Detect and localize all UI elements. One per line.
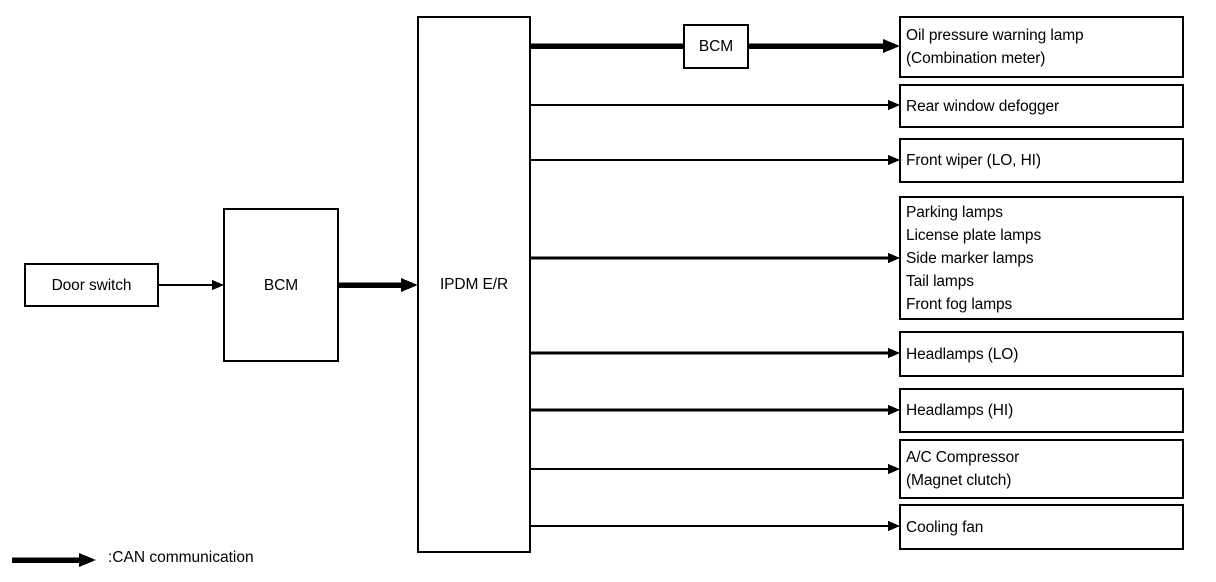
bcm-box[interactable] bbox=[222, 207, 340, 363]
wire-layer bbox=[158, 39, 900, 532]
output-label-1: Rear window defogger bbox=[906, 97, 1060, 115]
output-label-3: Parking lamps License plate lamps Side m… bbox=[906, 203, 1042, 313]
arrow-3 bbox=[888, 252, 900, 264]
arrow-5 bbox=[888, 404, 900, 416]
legend-label: :CAN communication bbox=[108, 549, 254, 566]
output-label-4: Headlamps (LO) bbox=[906, 345, 1019, 363]
output-box-3[interactable] bbox=[898, 195, 1185, 321]
arrow-6 bbox=[888, 463, 900, 475]
arrow-0 bbox=[883, 39, 900, 53]
output-label-2: Front wiper (LO, HI) bbox=[906, 152, 1041, 169]
arrow-4 bbox=[888, 347, 900, 359]
arrow-1 bbox=[888, 99, 900, 111]
door-switch-box[interactable] bbox=[23, 262, 160, 308]
legend-arrow-layer bbox=[12, 553, 96, 567]
output-box-1[interactable] bbox=[898, 83, 1185, 129]
output-box-5[interactable] bbox=[898, 387, 1185, 434]
door-switch-label: Door switch bbox=[51, 276, 132, 294]
arrow-7 bbox=[888, 520, 900, 532]
ipdm-er-box[interactable] bbox=[416, 15, 532, 554]
box-layer bbox=[23, 15, 1185, 554]
inline-bcm-box[interactable] bbox=[682, 23, 750, 70]
output-label-7: Cooling fan bbox=[906, 518, 984, 536]
output-label-5: Headlamps (HI) bbox=[906, 402, 1014, 419]
legend-can-arrow bbox=[79, 553, 96, 567]
ipdm-er-label: IPDM E/R bbox=[439, 276, 509, 293]
output-box-0[interactable] bbox=[898, 15, 1185, 79]
bcm-to-ipdm-can-arrow bbox=[401, 278, 418, 292]
output-box-4[interactable] bbox=[898, 330, 1185, 378]
output-box-7[interactable] bbox=[898, 503, 1185, 551]
inline-bcm-label: BCM bbox=[698, 38, 734, 55]
output-box-6[interactable] bbox=[898, 438, 1185, 500]
arrow-2 bbox=[888, 154, 900, 166]
output-label-6: A/C Compressor (Magnet clutch) bbox=[906, 449, 1020, 489]
output-box-2[interactable] bbox=[898, 137, 1185, 184]
bcm-label: BCM bbox=[263, 276, 299, 294]
output-label-0: Oil pressure warning lamp (Combination m… bbox=[906, 27, 1084, 67]
door-switch-to-bcm-arrow bbox=[212, 279, 224, 291]
